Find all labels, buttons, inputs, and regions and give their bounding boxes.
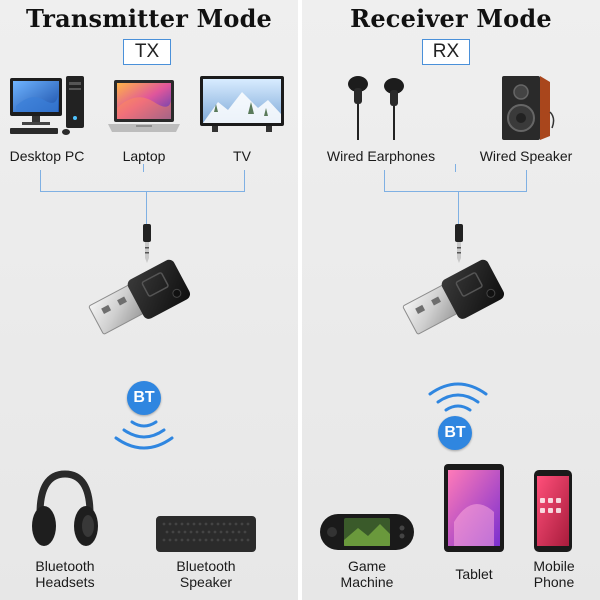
output-label-headsets-line1: Bluetooth [35,558,95,574]
mobile-phone-icon [534,470,572,552]
source-label-mobile-phone-line1: Mobile [533,558,575,574]
bt-badge-rx: BT [438,416,472,450]
source-label-mobile-phone-line2: Phone [533,574,575,590]
source-label-desktop-pc: Desktop PC [9,148,85,164]
bluetooth-signal-icon [114,420,174,450]
output-bracket-center-tick [455,164,456,172]
transmitter-mode-title: Transmitter Mode [25,4,273,33]
headset-icon [32,470,98,546]
output-label-wired-earphones: Wired Earphones [326,148,436,164]
aux-jack-icon [143,224,151,263]
source-label-tablet: Tablet [438,566,510,582]
tv-icon [200,76,284,132]
source-label-game-machine-line1: Game [347,558,387,574]
source-label-game-machine-line2: Machine [340,574,394,590]
source-label-game-machine: Game Machine [322,558,412,590]
game-console-icon [320,514,414,550]
receiver-panel: Receiver Mode RX Wired Earphones Wired S… [302,0,600,600]
output-label-wired-speaker: Wired Speaker [479,148,573,164]
output-bracket [384,170,527,192]
output-label-speaker: Bluetooth Speaker [160,558,252,590]
receiver-mode-title: Receiver Mode [350,4,552,33]
bluetooth-dongle-icon-rx [402,259,505,335]
laptop-icon [108,80,180,132]
output-label-headsets: Bluetooth Headsets [24,558,106,590]
rx-badge: RX [422,39,470,65]
wired-speaker-icon [502,76,555,140]
output-label-headsets-line2: Headsets [35,574,95,590]
output-label-speaker-line2: Speaker [179,574,233,590]
bluetooth-signal-icon-rx [428,382,488,412]
tablet-icon [444,464,504,552]
transmitter-panel: Transmitter Mode TX Desktop PC Laptop TV [0,0,298,600]
output-label-speaker-line1: Bluetooth [176,558,236,574]
aux-cable-rx [458,192,459,226]
source-bracket [40,170,245,192]
source-label-tablet-line1: Tablet [455,566,493,582]
bluetooth-dongle-icon [88,259,191,335]
source-label-laptop: Laptop [122,148,166,164]
tx-badge: TX [123,39,171,65]
bluetooth-speaker-icon [156,516,256,552]
aux-cable [146,192,147,226]
source-bracket-center-tick [143,164,144,172]
source-label-mobile-phone: Mobile Phone [522,558,586,590]
earphones-icon [348,76,404,140]
desktop-pc-icon [10,76,84,135]
aux-jack-icon-rx [455,224,463,263]
source-label-tv: TV [233,148,251,164]
bt-badge-tx: BT [127,381,161,415]
